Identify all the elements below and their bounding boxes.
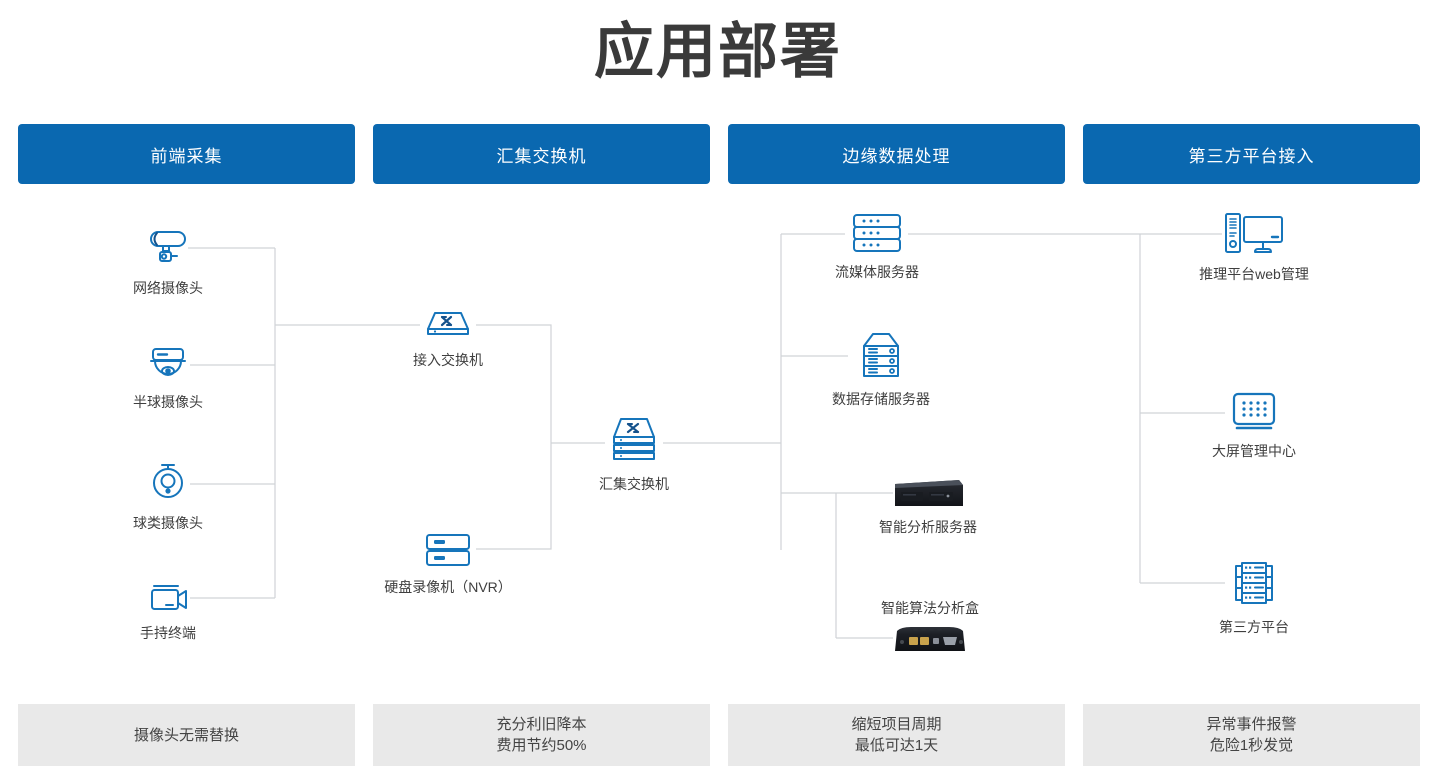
node-label: 第三方平台 [1219, 619, 1289, 635]
node-streaming-server[interactable]: 流媒体服务器 [777, 211, 977, 282]
footer-box-switch: 充分利旧降本 费用节约50% [373, 704, 710, 766]
wire-nvr-to-agg [476, 443, 552, 550]
node-label: 硬盘录像机（NVR） [384, 579, 512, 595]
handheld-camera-icon [142, 580, 194, 616]
wire-access-switch-to-agg [476, 324, 552, 443]
node-ip-camera[interactable]: 网络摄像头 [68, 225, 268, 298]
footer-line-1: 异常事件报警 [1206, 716, 1297, 733]
node-nvr[interactable]: 硬盘录像机（NVR） [348, 530, 548, 597]
node-web-console[interactable]: 推理平台web管理 [1154, 211, 1354, 284]
node-label: 数据存储服务器 [832, 391, 930, 407]
column-header-aggregation-switch[interactable]: 汇集交换机 [373, 124, 710, 184]
footer-line-1: 缩短项目周期 [851, 716, 942, 733]
node-dome-camera[interactable]: 半球摄像头 [68, 345, 268, 412]
footer-box-front-end: 摄像头无需替换 [18, 704, 355, 766]
node-label: 智能算法分析盒 [881, 600, 979, 616]
dome-camera-icon [142, 345, 194, 385]
footer-line-1: 摄像头无需替换 [133, 726, 239, 744]
node-label: 半球摄像头 [133, 394, 203, 410]
node-label: 网络摄像头 [133, 280, 203, 296]
platform-rack-icon [1223, 560, 1285, 610]
node-label: 智能分析服务器 [879, 519, 977, 535]
ptz-camera-icon [145, 460, 191, 506]
node-aggregation-switch[interactable]: 汇集交换机 [534, 415, 734, 494]
bullet-camera-icon [143, 225, 193, 271]
node-label: 球类摄像头 [133, 515, 203, 531]
node-third-party-platform[interactable]: 第三方平台 [1154, 560, 1354, 637]
footer-line-2: 危险1秒发觉 [1209, 737, 1294, 754]
switch-icon [420, 305, 476, 343]
video-wall-icon [1225, 390, 1283, 434]
node-label: 接入交换机 [413, 352, 483, 368]
footer-box-edge: 缩短项目周期 最低可达1天 [728, 704, 1065, 766]
node-label: 大屏管理中心 [1212, 443, 1296, 459]
node-analysis-box[interactable]: 智能算法分析盒 [830, 598, 1030, 655]
node-video-wall[interactable]: 大屏管理中心 [1154, 390, 1354, 461]
storage-server-icon [852, 330, 910, 382]
column-header-third-party-platform-access[interactable]: 第三方平台接入 [1083, 124, 1420, 184]
footer-line-2: 费用节约50% [496, 737, 587, 754]
analysis-box-photo [891, 625, 969, 655]
nvr-icon [419, 530, 477, 570]
stacked-switch-icon [605, 415, 663, 467]
footer-line-2: 最低可达1天 [854, 737, 939, 754]
node-ptz-camera[interactable]: 球类摄像头 [68, 460, 268, 533]
node-analysis-server[interactable]: 智能分析服务器 [828, 476, 1028, 537]
analysis-server-photo [891, 476, 965, 510]
footer-box-third-party: 异常事件报警 危险1秒发觉 [1083, 704, 1420, 766]
node-label: 汇集交换机 [599, 476, 669, 492]
column-header-front-end-collection[interactable]: 前端采集 [18, 124, 355, 184]
node-storage-server[interactable]: 数据存储服务器 [781, 330, 981, 409]
node-handheld-terminal[interactable]: 手持终端 [68, 580, 268, 643]
rack-server-icon [846, 211, 908, 255]
desktop-pc-icon [1220, 211, 1288, 257]
column-header-edge-data-processing[interactable]: 边缘数据处理 [728, 124, 1065, 184]
footer-line-1: 充分利旧降本 [496, 716, 587, 733]
page-title: 应用部署 [594, 18, 842, 85]
node-label: 推理平台web管理 [1199, 266, 1309, 282]
node-label: 流媒体服务器 [835, 264, 919, 280]
node-label: 手持终端 [140, 625, 196, 641]
node-access-switch[interactable]: 接入交换机 [348, 305, 548, 370]
